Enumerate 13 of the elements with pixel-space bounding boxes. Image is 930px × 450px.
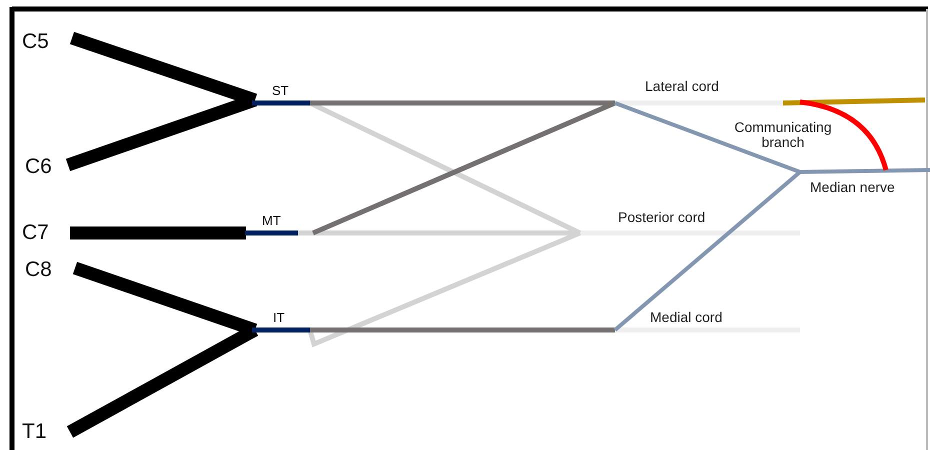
cord-label: Lateral cord xyxy=(645,79,719,94)
cord-label: Medial cord xyxy=(650,310,722,326)
trunk-label: ST xyxy=(272,84,289,98)
branch-label: Communicating branch xyxy=(733,120,833,151)
trunk-label: IT xyxy=(273,311,285,326)
cord-label: Posterior cord xyxy=(618,210,706,226)
root-label: C6 xyxy=(25,155,52,178)
trunk-label: MT xyxy=(262,214,281,228)
root-label: C8 xyxy=(25,258,52,282)
nerve-label: Median nerve xyxy=(810,180,895,196)
root-label: C7 xyxy=(22,221,49,244)
root-label: C5 xyxy=(22,30,49,54)
root-label: T1 xyxy=(22,420,47,444)
